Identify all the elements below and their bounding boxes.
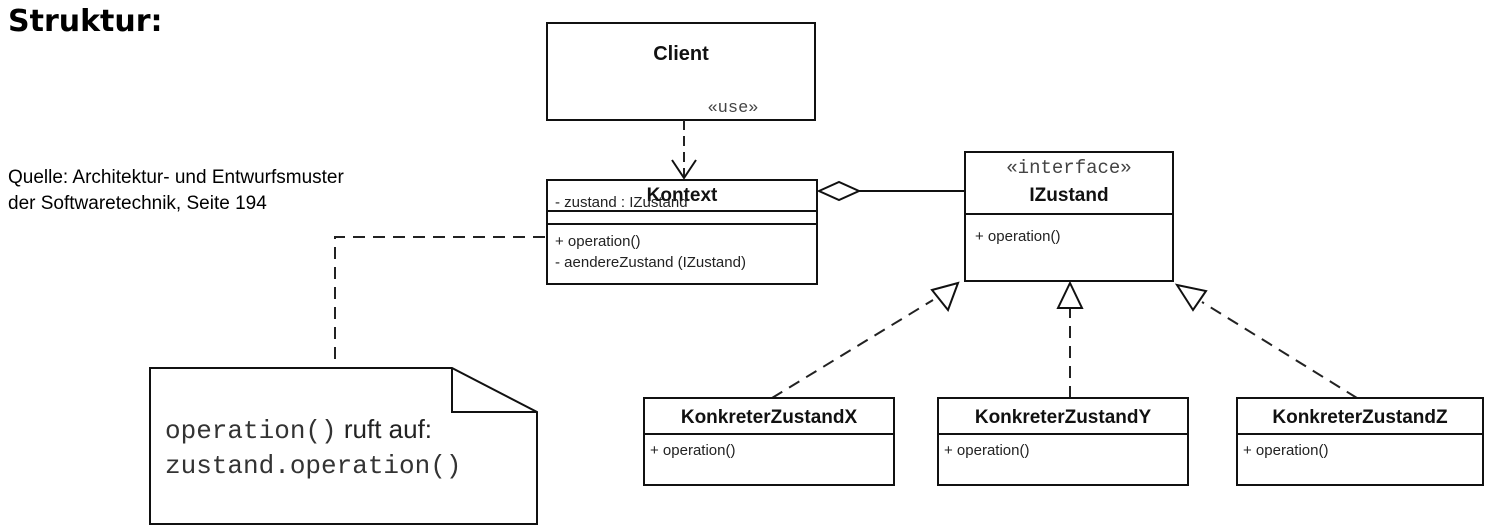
client-name: Client — [653, 43, 709, 65]
realization-x-line — [771, 299, 934, 399]
note-line-1: operation() ruft auf: — [165, 414, 432, 446]
aggregation-diamond — [816, 180, 862, 202]
konkreter-zustand-x: KonkreterZustandX + operation() — [643, 397, 895, 486]
zustand-y-operation: + operation() — [944, 442, 1029, 459]
note-connector — [334, 236, 545, 368]
use-dependency — [671, 120, 697, 180]
realization-x-arrowhead — [930, 281, 960, 313]
zustand-x-box — [643, 397, 895, 486]
uml-note: operation() ruft auf: zustand.operation(… — [149, 367, 538, 525]
note-shape — [149, 367, 538, 525]
source-line-2: der Softwaretechnik, Seite 194 — [8, 193, 267, 214]
aggregation-association — [816, 180, 965, 202]
izustand-interface: «interface» IZustand + operation() — [964, 151, 1174, 282]
zustand-z-operation: + operation() — [1243, 442, 1328, 459]
realization-y-arrowhead — [1056, 280, 1084, 309]
note-line-2: zustand.operation() — [165, 451, 461, 481]
kontext-attribute-text: - zustand : IZustand — [555, 194, 688, 211]
kontext-box — [546, 179, 818, 285]
source-line-1: Quelle: Architektur- und Entwurfsmuster — [8, 167, 344, 188]
izustand-operation: + operation() — [975, 228, 1060, 245]
zustand-z-name: KonkreterZustandZ — [1272, 407, 1448, 428]
heading: Struktur: — [8, 4, 163, 39]
konkreter-zustand-z: KonkreterZustandZ + operation() — [1236, 397, 1484, 486]
kontext-class: Kontext - zustand : IZustand + operation… — [546, 179, 818, 285]
zustand-x-operation: + operation() — [650, 442, 735, 459]
interface-stereotype: «interface» — [1006, 157, 1131, 179]
use-arrowhead — [671, 159, 697, 180]
realization-arrows — [771, 280, 1358, 399]
zustand-z-box — [1236, 397, 1484, 486]
client-box — [546, 22, 816, 121]
zustand-x-name: KonkreterZustandX — [681, 407, 858, 428]
note-folded-corner — [451, 368, 537, 413]
kontext-operation-2: - aendereZustand (IZustand) — [555, 254, 746, 271]
source-citation: Quelle: Architektur- und Entwurfsmuster … — [8, 165, 344, 217]
note-line-1-code: operation() — [165, 416, 337, 446]
zustand-y-box — [937, 397, 1189, 486]
realization-z-line — [1201, 301, 1358, 399]
izustand-box — [964, 151, 1174, 282]
kontext-name: Kontext — [647, 185, 718, 206]
zustand-y-name: KonkreterZustandY — [975, 407, 1152, 428]
konkreter-zustand-y: KonkreterZustandY + operation() — [937, 397, 1189, 486]
kontext-operation-1: + operation() — [555, 233, 640, 250]
realization-z-arrowhead — [1174, 283, 1208, 312]
izustand-name: IZustand — [1029, 185, 1108, 206]
client-class: Client «use» — [546, 22, 816, 121]
note-line-1-text: ruft auf: — [337, 414, 432, 444]
use-stereotype: «use» — [707, 99, 758, 118]
note-connector-line — [334, 236, 545, 368]
